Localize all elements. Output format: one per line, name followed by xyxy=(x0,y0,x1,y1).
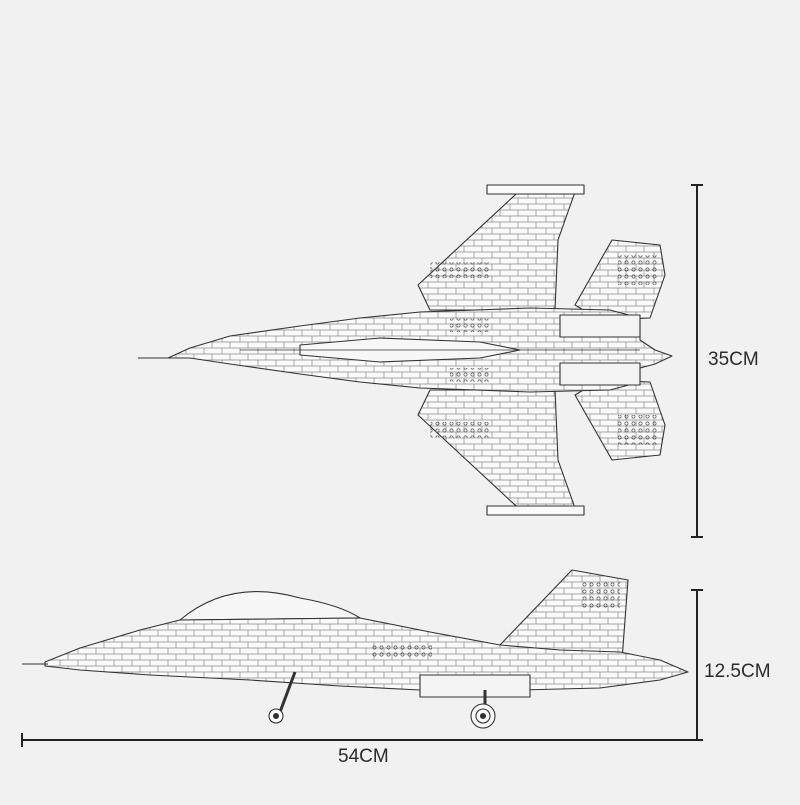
height-label: 12.5CM xyxy=(704,661,771,682)
dimension-line-length xyxy=(21,733,697,747)
side-view-fuselage xyxy=(44,617,689,691)
wingspan-label: 35CM xyxy=(708,349,759,370)
top-view-lower-wing xyxy=(417,389,576,513)
dimension-line-height xyxy=(691,589,703,741)
top-view-upper-wing xyxy=(417,187,576,311)
top-view-jet xyxy=(138,184,673,516)
main-landing-gear xyxy=(470,690,496,729)
nose-landing-gear xyxy=(268,671,297,724)
side-view-canopy xyxy=(179,591,361,621)
dimension-line-wingspan xyxy=(691,184,703,538)
side-view-jet xyxy=(22,569,689,729)
length-label: 54CM xyxy=(338,746,389,767)
